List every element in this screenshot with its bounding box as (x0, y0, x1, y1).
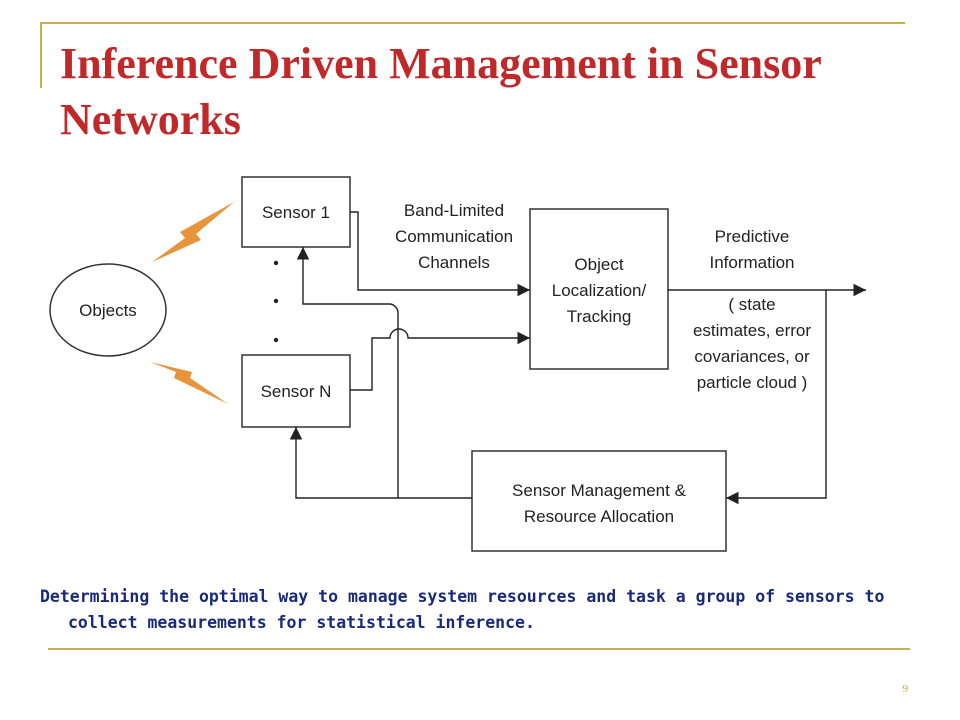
tracking-label-3: Tracking (567, 307, 632, 326)
management-to-sensorN-arrow (289, 427, 472, 499)
sensor1-to-tracking-arrow (350, 211, 530, 297)
management-label-2: Resource Allocation (524, 507, 674, 526)
page-number: 9 (902, 683, 909, 695)
feedback-to-management-arrow (726, 290, 827, 505)
bottom-rule (48, 648, 910, 650)
predictive-label-2: Information (709, 253, 794, 272)
sensor1-label: Sensor 1 (262, 203, 330, 222)
estimates-label-4: particle cloud ) (697, 373, 808, 392)
ellipsis-dot (273, 298, 279, 304)
sensor1-box (241, 176, 351, 248)
tracking-label-2: Localization/ (552, 281, 647, 300)
caption-text: Determining the optimal way to manage sy… (40, 587, 885, 632)
sensorN-label: Sensor N (261, 382, 332, 401)
channel-label-3: Channels (418, 253, 490, 272)
slide-title: Inference Driven Management in Sensor Ne… (60, 39, 821, 144)
tracking-box (529, 208, 669, 370)
ellipsis-dot (273, 337, 279, 343)
lightning-icon-upper (152, 202, 234, 262)
channel-label-1: Band-Limited (404, 201, 504, 220)
management-box (471, 450, 727, 552)
ellipsis-dot (273, 260, 279, 266)
lightning-icon-lower (150, 362, 228, 404)
sensorN-box (241, 354, 351, 428)
top-rule (40, 22, 905, 24)
sensorN-to-tracking-arrow (350, 328, 530, 391)
objects-ellipse (49, 263, 167, 357)
management-to-sensor1-arrow (296, 247, 399, 498)
estimates-label-1: ( state (728, 295, 775, 314)
channel-label-2: Communication (395, 227, 513, 246)
objects-label: Objects (79, 301, 137, 320)
left-rule (40, 22, 42, 88)
estimates-label-3: covariances, or (694, 347, 810, 366)
management-label-1: Sensor Management & (512, 481, 687, 500)
tracking-label-1: Object (574, 255, 623, 274)
inference-diagram: Objects Sensor 1 Sensor N Object Localiz… (48, 160, 872, 570)
predictive-label-1: Predictive (715, 227, 790, 246)
estimates-label-2: estimates, error (693, 321, 811, 340)
